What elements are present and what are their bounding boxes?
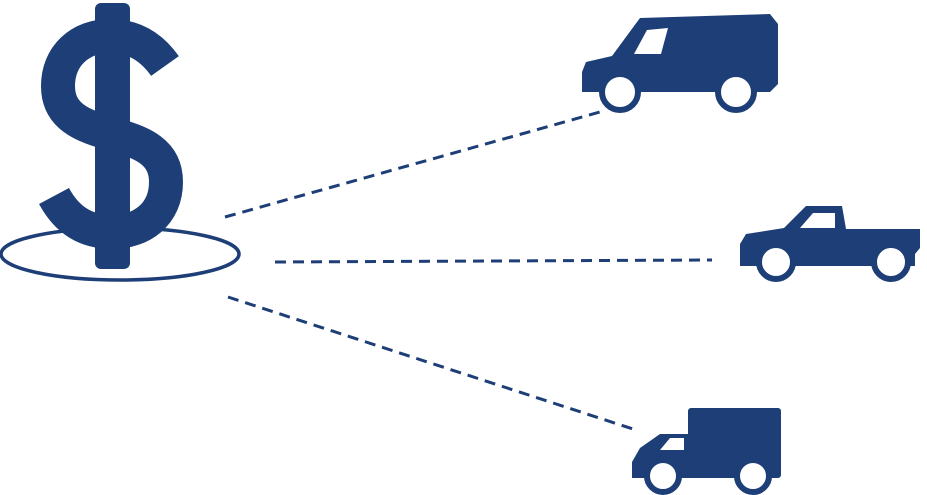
pickup-truck-icon xyxy=(740,206,920,282)
box-truck-icon xyxy=(632,408,781,495)
connector-line-box-truck xyxy=(227,295,637,432)
dollar-sign-icon xyxy=(39,18,184,250)
hub-group xyxy=(0,3,241,282)
cargo-van-icon xyxy=(582,14,778,113)
box-truck-window xyxy=(660,438,684,450)
box-truck-wheel-rear xyxy=(734,457,772,495)
box-truck-wheel-front xyxy=(644,457,682,495)
connections-group xyxy=(224,110,713,432)
van-wheel-rear xyxy=(715,71,757,113)
van-wheel-front xyxy=(599,71,641,113)
pickup-wheel-front xyxy=(756,242,796,282)
connector-line-van xyxy=(224,110,601,219)
connector-line-pickup xyxy=(274,258,713,264)
pickup-window xyxy=(800,213,835,228)
van-window xyxy=(634,28,668,54)
pickup-wheel-rear xyxy=(871,242,911,282)
